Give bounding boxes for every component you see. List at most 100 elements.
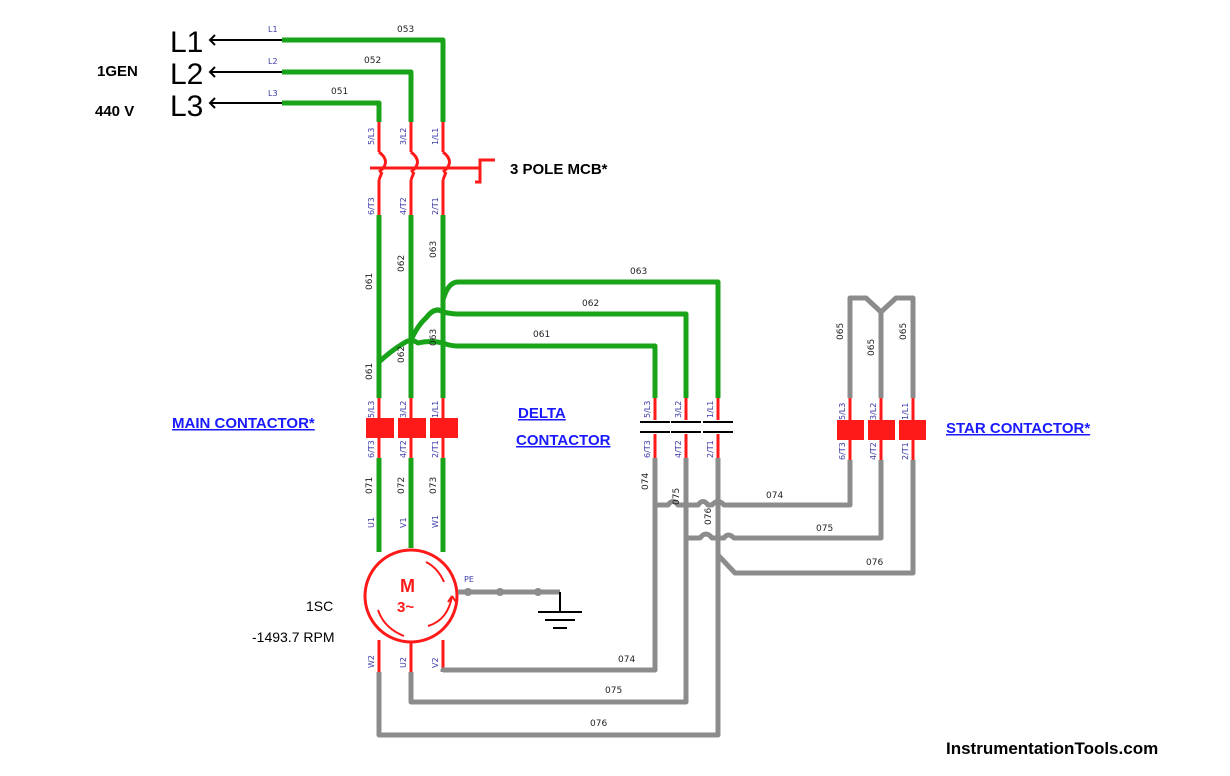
motor-phase-mark: 3~ <box>397 599 414 616</box>
phase-l3-label: L3 <box>170 90 203 123</box>
svg-text:5/L3: 5/L3 <box>367 401 376 418</box>
wire-number-053: 053 <box>397 25 414 35</box>
incoming-wires <box>282 37 446 122</box>
wire-number-052: 052 <box>364 56 381 66</box>
svg-text:3/L2: 3/L2 <box>869 403 878 420</box>
earth-symbol <box>458 588 582 629</box>
svg-text:6/T3: 6/T3 <box>838 442 847 460</box>
mcb-label: 3 POLE MCB* <box>510 161 608 178</box>
delta-contactor-link-line1[interactable]: DELTA <box>518 405 566 422</box>
wire-number-076-star: 076 <box>866 558 883 568</box>
motor-speed: -1493.7 RPM <box>252 629 334 645</box>
wire-number-076-bottom: 076 <box>590 719 607 729</box>
mcb-top-terminals: 5/L3 3/L2 1/L1 <box>367 128 440 145</box>
star-contactor-wires <box>847 295 916 398</box>
svg-text:6/T3: 6/T3 <box>367 197 376 215</box>
svg-text:1/L1: 1/L1 <box>706 401 715 418</box>
star-contactor-top-terminals: 5/L3 3/L2 1/L1 <box>838 403 910 420</box>
svg-text:6/T3: 6/T3 <box>367 440 376 458</box>
terminal-l2: L2 <box>268 57 278 66</box>
star-contactor-link[interactable]: STAR CONTACTOR* <box>946 420 1090 437</box>
delta-output-wires <box>376 458 721 738</box>
svg-text:5/L3: 5/L3 <box>367 128 376 145</box>
wire-number-065-a: 065 <box>836 323 846 340</box>
svg-text:5/L3: 5/L3 <box>643 401 652 418</box>
motor-symbol-letter: M <box>400 576 415 596</box>
svg-text:V2: V2 <box>431 657 440 668</box>
svg-text:4/T2: 4/T2 <box>399 440 408 458</box>
supply-arrows <box>208 34 282 109</box>
wire-number-063-left: 063 <box>429 241 439 258</box>
terminal-l3: L3 <box>268 89 278 98</box>
delta-contactor-bottom-terminals: 6/T3 4/T2 2/T1 <box>643 440 715 458</box>
mcb-symbol <box>370 122 495 215</box>
wire-number-075-star: 075 <box>816 524 833 534</box>
svg-text:2/T1: 2/T1 <box>431 197 440 215</box>
wire-number-061-low: 061 <box>365 363 375 380</box>
svg-text:4/T2: 4/T2 <box>869 442 878 460</box>
svg-text:1/L1: 1/L1 <box>901 403 910 420</box>
star-contactor-symbol <box>837 398 926 460</box>
wire-number-051: 051 <box>331 87 348 97</box>
svg-text:3/L2: 3/L2 <box>674 401 683 418</box>
svg-text:4/T2: 4/T2 <box>674 440 683 458</box>
wire-number-065-b: 065 <box>867 339 877 356</box>
wire-number-074-bottom: 074 <box>618 655 635 665</box>
main-contactor-bottom-terminals: 6/T3 4/T2 2/T1 <box>367 440 440 458</box>
main-contactor-link[interactable]: MAIN CONTACTOR* <box>172 415 315 432</box>
wire-number-063-top: 063 <box>630 267 647 277</box>
motor-symbol <box>363 548 459 672</box>
wire-number-074-star: 074 <box>766 491 783 501</box>
terminal-l1: L1 <box>268 25 278 34</box>
svg-text:2/T1: 2/T1 <box>706 440 715 458</box>
svg-text:U1: U1 <box>367 517 376 528</box>
svg-text:4/T2: 4/T2 <box>399 197 408 215</box>
wire-number-063-cross: 063 <box>429 329 439 346</box>
footer-brand: InstrumentationTools.com <box>946 739 1158 758</box>
delta-contactor-top-terminals: 5/L3 3/L2 1/L1 <box>643 401 715 418</box>
mcb-bottom-terminals: 6/T3 4/T2 2/T1 <box>367 197 440 215</box>
svg-text:2/T1: 2/T1 <box>901 442 910 460</box>
supply-voltage: 440 V <box>95 103 134 120</box>
motor-bottom-terminals: W2 U2 V2 <box>367 655 440 668</box>
main-contactor-symbol <box>366 398 458 458</box>
wire-number-075-delta: 075 <box>672 488 682 505</box>
wire-number-075-bottom: 075 <box>605 686 622 696</box>
wire-number-072: 072 <box>397 477 407 494</box>
wire-number-061-left: 061 <box>365 273 375 290</box>
distribution-wires <box>376 215 721 398</box>
svg-text:1/L1: 1/L1 <box>431 401 440 418</box>
svg-text:V1: V1 <box>399 517 408 528</box>
svg-text:3/L2: 3/L2 <box>399 128 408 145</box>
delta-contactor-symbol <box>640 398 733 458</box>
wire-number-061-top: 061 <box>533 330 550 340</box>
wire-number-065-c: 065 <box>899 323 909 340</box>
phase-l1-label: L1 <box>170 26 203 59</box>
wire-number-062-cross: 062 <box>397 346 407 363</box>
delta-contactor-link-line2[interactable]: CONTACTOR <box>516 432 611 449</box>
svg-text:5/L3: 5/L3 <box>838 403 847 420</box>
wire-number-076-delta: 076 <box>704 508 714 525</box>
svg-text:6/T3: 6/T3 <box>643 440 652 458</box>
wire-number-074-delta: 074 <box>641 473 651 490</box>
wire-number-062-left: 062 <box>397 255 407 272</box>
phase-l2-label: L2 <box>170 58 203 91</box>
svg-text:W1: W1 <box>431 515 440 528</box>
star-contactor-bottom-terminals: 6/T3 4/T2 2/T1 <box>838 442 910 460</box>
motor-name: 1SC <box>306 598 333 614</box>
source-name: 1GEN <box>97 63 138 80</box>
wire-number-062-top: 062 <box>582 299 599 309</box>
motor-top-terminals: U1 V1 W1 <box>367 515 440 528</box>
star-link-wires <box>655 460 916 576</box>
svg-text:3/L2: 3/L2 <box>399 401 408 418</box>
earth-label: PE <box>464 575 474 584</box>
motor-feed-wires <box>376 458 446 552</box>
wire-number-073: 073 <box>429 477 439 494</box>
wire-number-071: 071 <box>365 477 375 494</box>
svg-text:W2: W2 <box>367 655 376 668</box>
svg-text:U2: U2 <box>399 657 408 668</box>
main-contactor-top-terminals: 5/L3 3/L2 1/L1 <box>367 401 440 418</box>
svg-text:2/T1: 2/T1 <box>431 440 440 458</box>
svg-text:1/L1: 1/L1 <box>431 128 440 145</box>
